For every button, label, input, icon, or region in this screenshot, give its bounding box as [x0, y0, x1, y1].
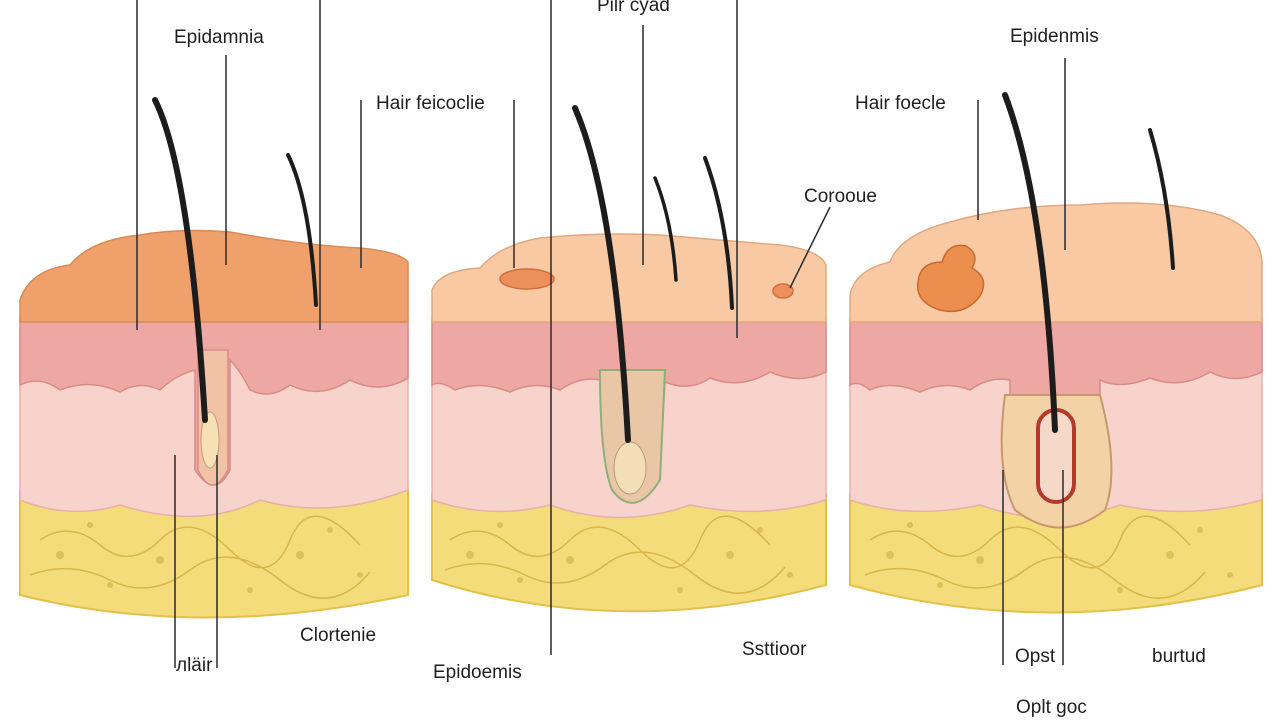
label-p2-top: Pilr cyad — [597, 0, 670, 16]
panel-2 — [431, 0, 831, 655]
panel-3 — [849, 58, 1263, 665]
panel-1-hair-short — [286, 153, 318, 307]
label-p3-hair-follicle: Hair foecle — [855, 93, 946, 114]
panel-2-leader-lines — [513, 0, 831, 655]
panel-3-hair-main — [1002, 92, 1058, 433]
panel-2-hair-bulb — [613, 441, 647, 495]
panel-1-hair-main — [152, 97, 208, 423]
panel-1-leader-lines — [136, 0, 362, 668]
panel-1-fat-texture — [29, 515, 371, 599]
panel-3-leader-lines — [977, 58, 1066, 665]
panel-3-hair-right — [1148, 128, 1175, 270]
label-p1-hair-follicle: Hair feicoclie — [376, 93, 485, 114]
panel-3-blister — [916, 244, 985, 313]
panel-1 — [19, 0, 409, 668]
panel-2-hair-mid — [653, 176, 678, 282]
label-p3-bottom-burtud: burtud — [1152, 646, 1206, 667]
label-p3-bottom-opst: Opst — [1015, 646, 1056, 667]
label-p3-bottom-opst-goc: Oplt goc — [1016, 697, 1087, 718]
label-p1-bottom-hair: лläir — [176, 655, 213, 676]
label-p1-epidermis: Epidamnia — [174, 27, 264, 48]
panel-3-fat-cells — [886, 522, 1233, 593]
panel-2-pore-left — [499, 268, 555, 290]
panel-2-pore-right — [772, 283, 794, 299]
panel-3-surface — [849, 202, 1263, 323]
panel-2-hair-main — [572, 105, 631, 443]
label-p2-corcoue: Corooue — [804, 186, 877, 207]
panel-3-fat-texture — [864, 515, 1206, 599]
label-p1-bottom-cortex: Clortenie — [300, 625, 377, 646]
panel-1-fat-cells — [56, 522, 363, 593]
label-p2-bottom-epidermis: Epidoemis — [433, 662, 522, 683]
panel-2-hair-right — [703, 156, 734, 310]
panel-1-hair-bulb — [200, 411, 220, 469]
panel-1-surface — [19, 229, 409, 323]
panel-2-fat-cells — [466, 522, 793, 593]
label-p3-epidermis: Epidenmis — [1010, 26, 1099, 47]
panel-2-fat-texture — [444, 515, 786, 594]
label-p2-bottom-sebaceous: Ssttioor — [742, 639, 807, 660]
panel-2-surface — [431, 233, 827, 323]
